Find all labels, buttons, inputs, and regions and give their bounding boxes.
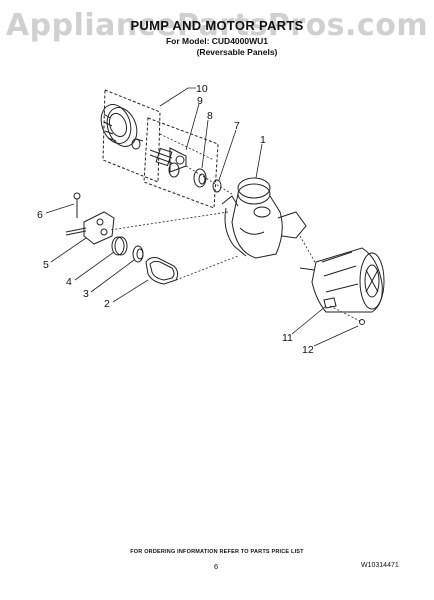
part-10-impeller xyxy=(100,104,144,150)
callout-7: 7 xyxy=(234,120,240,132)
leader-lines xyxy=(45,87,359,347)
page-title: PUMP AND MOTOR PARTS xyxy=(130,18,304,33)
panels-line: (Reversable Panels) xyxy=(196,47,278,57)
document-number: W10314471 xyxy=(361,562,399,569)
part-6-screw xyxy=(73,192,81,218)
assembly-lines xyxy=(109,133,363,323)
part-2-o-ring xyxy=(145,257,179,285)
callout-10: 10 xyxy=(196,83,208,95)
callout-5: 5 xyxy=(43,259,49,271)
callout-3: 3 xyxy=(83,288,89,300)
ordering-note: FOR ORDERING INFORMATION REFER TO PARTS … xyxy=(130,549,304,555)
part-4-bearing xyxy=(111,236,128,256)
part-9-shaft xyxy=(149,147,187,178)
dashed-box-10 xyxy=(102,89,161,183)
callout-12: 12 xyxy=(302,344,314,356)
callout-8: 8 xyxy=(207,110,213,122)
callout-2: 2 xyxy=(104,298,110,310)
watermark: AppliancePartsPros.com xyxy=(5,8,429,43)
part-1-pump-housing xyxy=(221,177,307,259)
model-line: For Model: CUD4000WU1 xyxy=(165,36,268,46)
callout-9: 9 xyxy=(197,95,203,107)
part-8-seal xyxy=(193,168,207,188)
callout-6: 6 xyxy=(37,209,43,221)
callout-11: 11 xyxy=(282,332,293,344)
callout-4: 4 xyxy=(66,276,72,288)
part-7-ring xyxy=(212,179,222,193)
part-3-gasket xyxy=(132,245,144,263)
callout-1: 1 xyxy=(260,134,266,146)
page-number: 6 xyxy=(214,562,219,571)
part-12-screw xyxy=(359,319,365,325)
part-5-bracket xyxy=(65,211,115,245)
part-11-motor xyxy=(299,247,385,313)
